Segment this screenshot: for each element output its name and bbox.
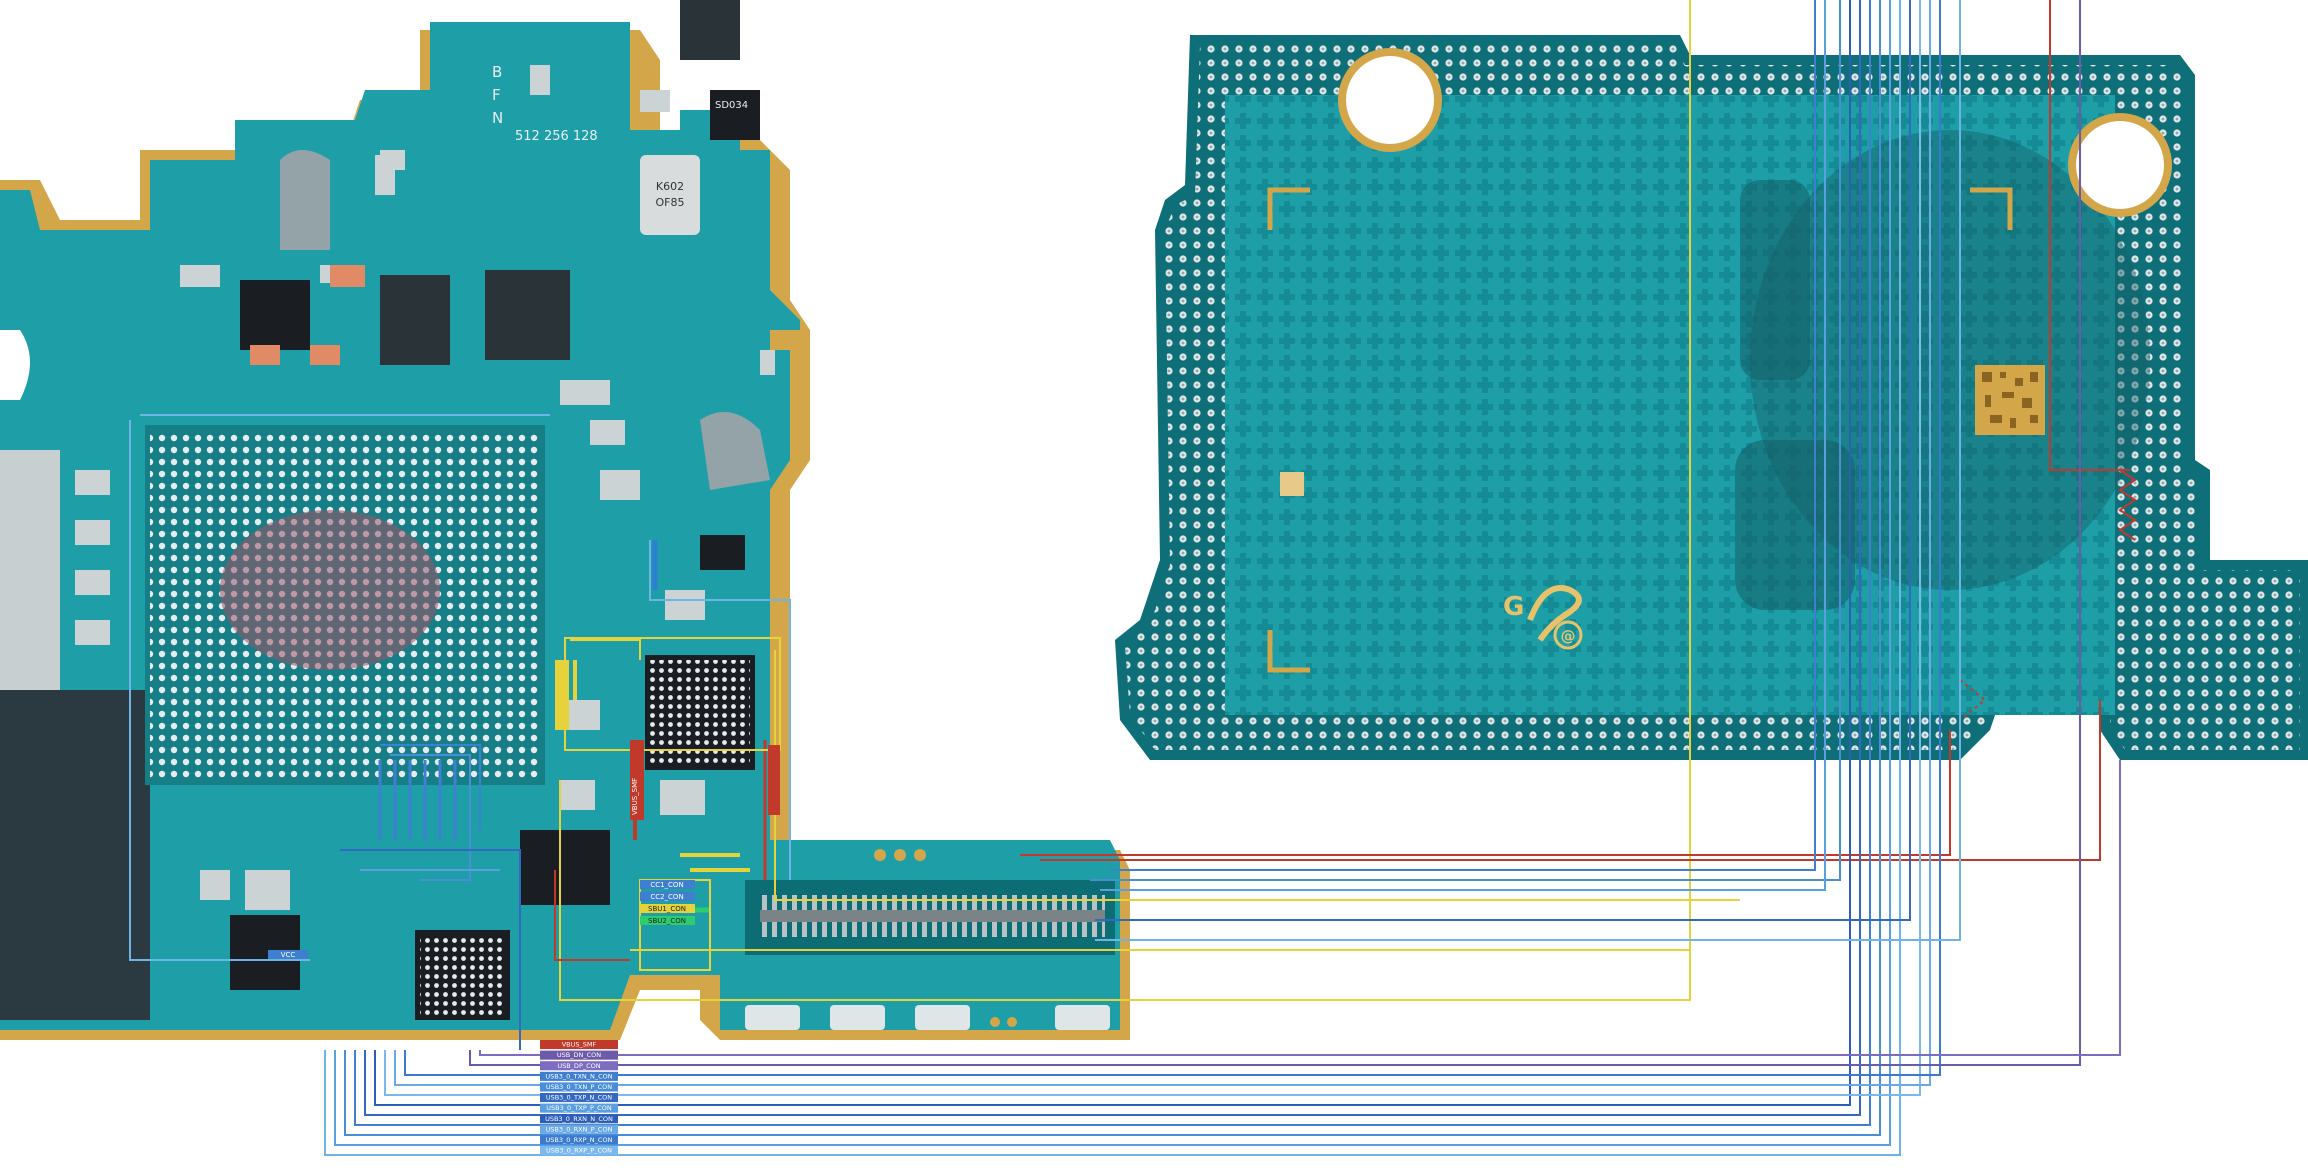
legend-label: USB3_0_TXN_P_CON (546, 1083, 612, 1091)
trace-red-2 (1040, 700, 2101, 861)
legend-label: USB3_0_TXP_P_CON (546, 1104, 612, 1112)
right-board: G @ (1115, 35, 2308, 760)
legend-swatch (540, 1061, 618, 1071)
trace-yellow-3 (774, 650, 1740, 901)
legend-label: USB3_0_RXN_P_CON (546, 1125, 613, 1133)
net-sbu1: SBU1_CON (648, 905, 686, 913)
trace-red-1 (1020, 730, 1951, 856)
trace-blue-16 (1110, 0, 1816, 871)
trace-blue-3 (344, 0, 1881, 1136)
trace-blue-22 (340, 849, 521, 1050)
net-cc1: CC1_CON (650, 881, 683, 889)
net-tags: CC1_CON CC2_CON SBU1_CON SBU2_CON VBUS_S… (268, 660, 780, 959)
inductor-code-2: OF85 (656, 196, 685, 209)
net-legend: VBUS_SMF USB_DN_CON USB_DP_CON USB3_0_TXN_N… (540, 1040, 618, 1156)
legend-swatch (540, 1071, 618, 1081)
legend-swatch (540, 1050, 618, 1060)
trace-blue-2 (334, 0, 1891, 1146)
trace-blue-6 (374, 0, 1851, 1106)
trace-yellow-2 (570, 639, 641, 660)
trace-blue-14 (1090, 0, 1841, 881)
legend-label: USB_DN_CON (557, 1051, 601, 1059)
net-vcc: VCC (281, 951, 296, 959)
trace-blue-8 (394, 0, 1931, 1086)
legend-label: USB3_0_RXN_N_CON (545, 1115, 613, 1123)
net-vbus: VBUS_SMF (631, 778, 639, 815)
net-sbu2: SBU2_CON (648, 917, 686, 925)
trace-blue-12 (129, 420, 310, 961)
trace-blue-19 (649, 540, 791, 880)
trace-blue-18 (1095, 0, 1961, 941)
legend-label: USB3_0_TXP_N_CON (546, 1094, 612, 1102)
trace-blue-4 (354, 0, 1871, 1126)
trace-blue-21 (390, 754, 471, 881)
trace-blue-7 (384, 0, 1921, 1096)
legend-swatch (540, 1135, 618, 1145)
silk-letter-n: N (492, 109, 503, 127)
trace-yellow-1 (559, 0, 1691, 1001)
trace-blue-10 (469, 0, 2081, 1066)
legend-label: USB_DP_CON (557, 1062, 600, 1070)
inductor-code-1: K602 (656, 180, 684, 193)
legend-swatch (540, 1124, 618, 1134)
net-cc2: CC2_CON (650, 893, 683, 901)
legend-swatch (540, 1082, 618, 1092)
chip-code: SD034 (715, 100, 748, 111)
legend-swatch (540, 1114, 618, 1124)
trace-red-zig (2118, 469, 2137, 541)
signal-traces (129, 0, 2137, 1156)
trace-blue-17 (1095, 0, 1911, 921)
trace-red-6 (554, 870, 630, 961)
legend-swatch (540, 1103, 618, 1113)
logo-g: G (1503, 592, 1524, 622)
trace-blue-1 (324, 0, 1901, 1156)
legend-label: USB3_0_RXP_P_CON (546, 1147, 612, 1155)
legend-swatch (540, 1146, 618, 1156)
legend-label: VBUS_SMF (562, 1041, 597, 1049)
legend-swatch (540, 1040, 618, 1050)
trace-blue-5 (364, 0, 1861, 1116)
silk-letter-b: B (492, 63, 502, 81)
trace-blue-20 (380, 744, 481, 830)
silk-part-code: 512 256 128 (515, 129, 598, 144)
logo-at: @ (1561, 627, 1576, 645)
trace-red-3 (2049, 0, 2130, 471)
silk-letter-f: F (492, 86, 501, 104)
trace-blue-11 (479, 760, 2121, 1056)
legend-swatch (540, 1093, 618, 1103)
left-board: K602 OF85 B F N 512 256 128 SD034 (0, 0, 1130, 1040)
legend-label: USB3_0_TXN_N_CON (545, 1072, 612, 1080)
trace-blue-9 (404, 0, 1941, 1076)
legend-label: USB3_0_RXP_N_CON (546, 1136, 613, 1144)
trace-blue-15 (1100, 0, 1826, 891)
